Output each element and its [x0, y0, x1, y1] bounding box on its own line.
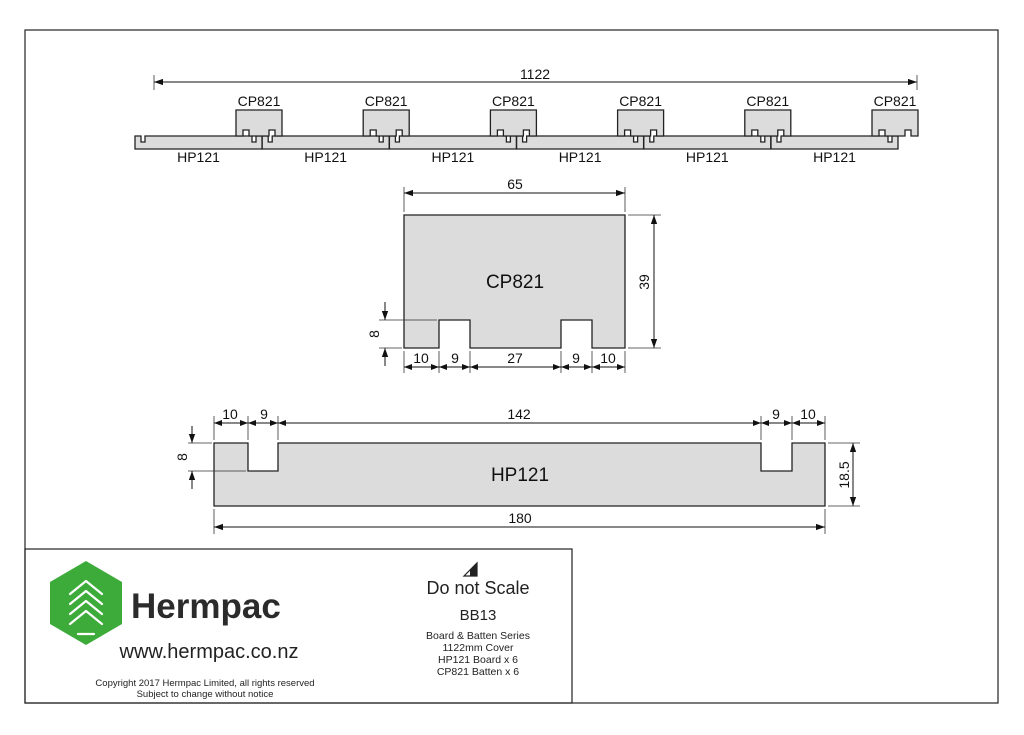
assembly-board-label: HP121 — [686, 149, 729, 165]
board-seg-text-4: 10 — [800, 406, 816, 422]
batten-seg-text-3: 9 — [572, 350, 580, 366]
assembly-board-6 — [770, 135, 899, 150]
assembly-board-4 — [515, 135, 645, 150]
board-segment-dims: 10 9 142 9 10 — [213, 406, 826, 440]
assembly-board-label: HP121 — [304, 149, 347, 165]
assembly-batten-label: CP821 — [492, 93, 535, 109]
assembly-board-5 — [643, 135, 772, 150]
logo-hexagon — [50, 561, 122, 645]
drawing-code: BB13 — [460, 607, 497, 624]
assembly-board-label: HP121 — [559, 149, 602, 165]
desc-line-4: CP821 Batten x 6 — [437, 666, 519, 678]
batten-detail-label: CP821 — [486, 272, 544, 293]
board-seg-text-3: 9 — [772, 406, 780, 422]
assembly-view: 1122 HP121 HP121 HP121 HP121 HP121 HP121 CP821… — [134, 66, 919, 165]
board-seg-text-1: 9 — [260, 406, 268, 422]
desc-line-3: HP121 Board x 6 — [438, 654, 518, 666]
board-height-text: 18.5 — [836, 461, 852, 488]
assembly-board-2 — [261, 135, 390, 150]
brand-name: Hermpac — [131, 587, 281, 626]
assembly-batten-5 — [744, 109, 792, 137]
batten-seg-text-1: 9 — [451, 350, 459, 366]
assembly-batten-label: CP821 — [619, 93, 662, 109]
batten-seg-text-0: 10 — [413, 350, 429, 366]
batten-width-text: 65 — [507, 176, 523, 192]
assembly-batten-3 — [489, 109, 538, 137]
assembly-parts: HP121 HP121 HP121 HP121 HP121 HP121 CP821 CP821… — [134, 93, 919, 165]
board-detail-view: HP121 10 9 142 9 10 180 18.5 — [174, 406, 860, 534]
board-seg-text-0: 10 — [222, 406, 238, 422]
batten-segment-dims: 10 9 27 9 10 — [403, 350, 626, 373]
batten-height-text: 39 — [636, 274, 652, 290]
hermpac-hexagon-logo — [50, 561, 122, 645]
assembly-batten-4 — [616, 109, 665, 137]
assembly-board-label: HP121 — [177, 149, 220, 165]
desc-line-2: 1122mm Cover — [443, 642, 515, 654]
batten-detail-view: CP821 65 39 8 10 9 27 9 — [366, 176, 661, 373]
assembly-batten-1 — [235, 109, 283, 137]
title-block-frame — [24, 548, 573, 704]
copyright-text: Copyright 2017 Hermpac Limited, all righ… — [95, 678, 314, 689]
assembly-batten-label: CP821 — [365, 93, 408, 109]
logo-chevrons — [68, 579, 104, 636]
board-detail-label: HP121 — [491, 465, 549, 486]
scale-note: Do not Scale — [426, 578, 529, 598]
desc-line-1: Board & Batten Series — [426, 630, 530, 642]
board-seg-text-2: 142 — [507, 406, 531, 422]
batten-profile — [403, 214, 626, 349]
triangle-scale-icon — [462, 561, 478, 577]
batten-seg-text-4: 10 — [600, 350, 616, 366]
batten-groove-text: 8 — [366, 330, 382, 338]
assembly-batten-label: CP821 — [746, 93, 789, 109]
assembly-board-3 — [388, 135, 518, 150]
board-groove-text: 8 — [174, 453, 190, 461]
overall-width-text: 1122 — [520, 66, 550, 82]
board-width-text: 180 — [508, 510, 532, 526]
notice-text: Subject to change without notice — [137, 689, 274, 700]
assembly-batten-6 — [871, 109, 919, 137]
assembly-batten-label: CP821 — [238, 93, 281, 109]
board-profile — [213, 442, 826, 507]
assembly-batten-label: CP821 — [874, 93, 917, 109]
assembly-board-label: HP121 — [431, 149, 474, 165]
assembly-board-1 — [134, 135, 263, 150]
assembly-board-label: HP121 — [813, 149, 856, 165]
assembly-batten-2 — [362, 109, 410, 137]
website-link[interactable]: www.hermpac.co.nz — [119, 641, 299, 663]
batten-seg-text-2: 27 — [507, 350, 523, 366]
